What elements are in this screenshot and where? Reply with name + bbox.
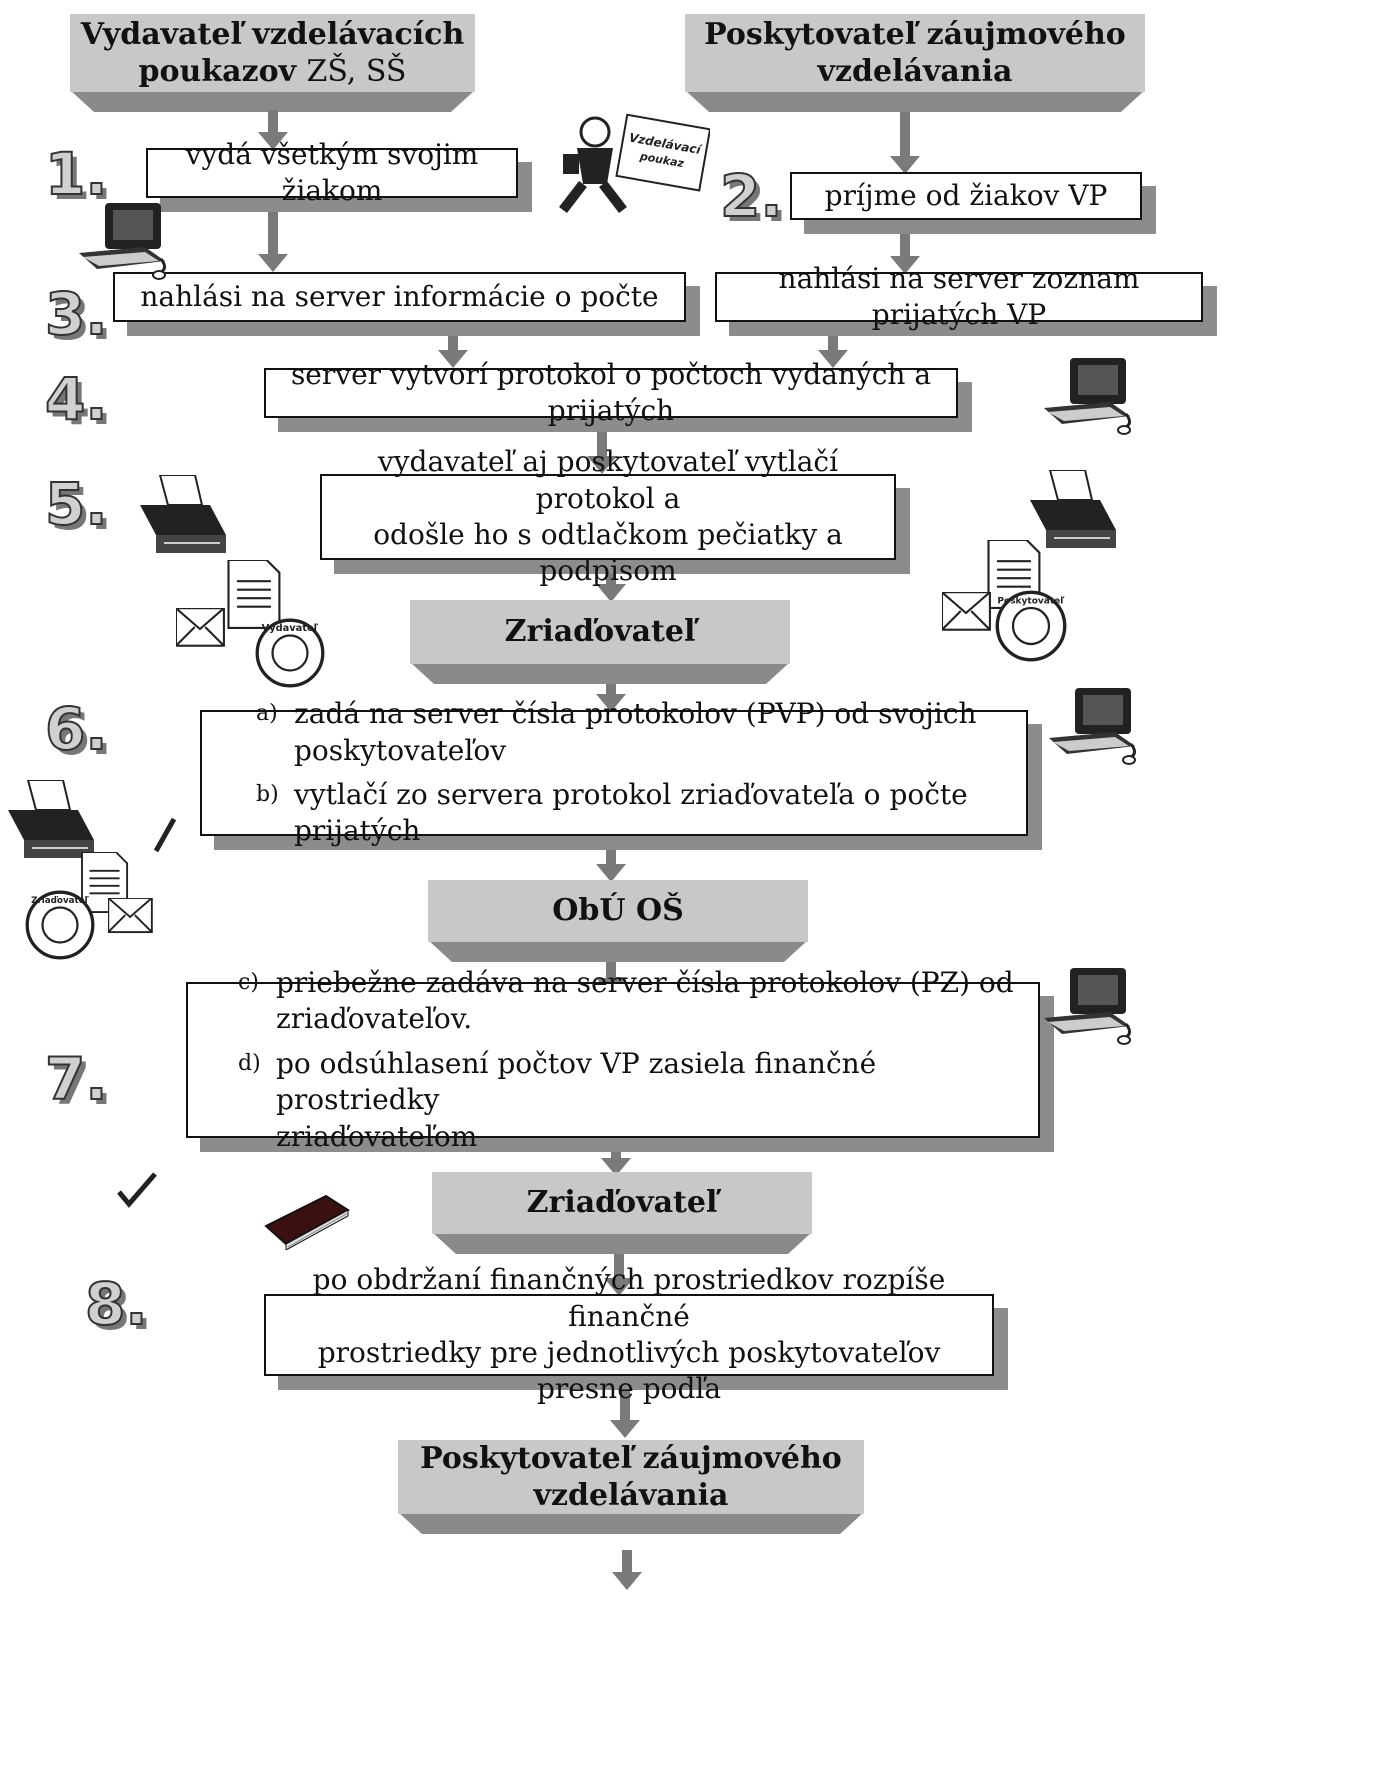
provider-bottom-bevel <box>398 1512 864 1534</box>
checkmark-icon-step6 <box>153 817 177 853</box>
step8-line1: po obdržaní finančných prostriedkov rozp… <box>312 1263 946 1333</box>
step7-c-line1: priebežne zadáva na server čísla protoko… <box>276 966 1014 1000</box>
issuer-title-2: poukazov <box>138 54 297 89</box>
provider-top-line1: Poskytovateľ záujmového <box>704 16 1126 52</box>
arrow-receive-to-report <box>890 230 920 274</box>
box-print-line2: odošle ho s odtlačkom pečiatky a podpiso… <box>373 518 843 588</box>
box-receive: príjme od žiakov VP <box>790 172 1142 220</box>
provider-bottom-line1: Poskytovateľ záujmového <box>420 1440 842 1476</box>
student-voucher-icon: Vzdelávací poukaz <box>559 113 710 214</box>
step-number-5: 5. <box>44 469 108 539</box>
provider-bottom-banner: Poskytovateľ záujmového vzdelávania <box>398 1440 864 1514</box>
box-print: vydavateľ aj poskytovateľ vytlačí protok… <box>320 445 896 587</box>
step-number-7: 7. <box>44 1044 108 1114</box>
step7-c-line2: zriaďovateľov. <box>276 1002 473 1036</box>
box-step6: a) zadá na server čísla protokolov (PVP) … <box>200 697 1028 847</box>
step6-a-line1: zadá na server čísla protokolov (PVP) od… <box>294 697 977 731</box>
step8-line2: prostriedky pre jednotlivých poskytovate… <box>317 1336 941 1406</box>
computer-icon-step4 <box>1042 356 1132 436</box>
arrow-step6-to-obu <box>596 846 626 882</box>
founder1-bevel <box>410 662 790 684</box>
founder2-banner: Zriaďovateľ <box>432 1172 812 1234</box>
box-step8: po obdržaní finančných prostriedkov rozp… <box>264 1263 994 1405</box>
obu-label: ObÚ OŠ <box>552 893 684 929</box>
step6-marker-b: b) <box>256 782 279 807</box>
top-right-banner-bevel <box>685 90 1145 112</box>
founder1-label: Zriaďovateľ <box>504 614 696 650</box>
founder2-bevel <box>432 1232 812 1254</box>
stamp-issuer-text: Vydavateľ <box>262 623 319 634</box>
arrow-provider-to-receive <box>890 112 920 174</box>
stamp-founder-text: Zriaďovateľ <box>31 896 90 906</box>
founder2-label: Zriaďovateľ <box>526 1185 718 1221</box>
issuer-banner: Vydavateľ vzdelávacích poukazov ZŠ, SŠ <box>70 14 475 92</box>
arrow-step7-to-founder <box>601 1120 631 1176</box>
arrow-print-to-founder <box>596 572 626 602</box>
computer-icon-step6 <box>1047 686 1137 766</box>
step6-marker-a: a) <box>256 701 278 727</box>
step6-item-b: b) vytlačí zo servera protokol zriaďovate… <box>256 777 1006 850</box>
obu-banner: ObÚ OŠ <box>428 880 808 942</box>
computer-icon-step7 <box>1042 966 1132 1046</box>
arrow-step8-to-provider <box>610 1388 640 1438</box>
stamp-provider-text: Poskytovateľ <box>997 597 1065 607</box>
step-number-3: 3. <box>44 279 108 349</box>
box-step7: c) priebežne zadáva na server čísla proto… <box>186 966 1040 1153</box>
step7-d-line2: zriaďovateľom <box>276 1119 478 1153</box>
step-number-8: 8. <box>84 1269 148 1339</box>
arrow-issuer-to-issue <box>258 110 288 150</box>
provider-top-banner: Poskytovateľ záujmového vzdelávania <box>685 14 1145 92</box>
checkmark-icon <box>117 1172 157 1208</box>
box-report-count: nahlási na server informácie o počte <box>113 272 686 322</box>
arrow-provider-out <box>612 1550 642 1590</box>
arrow-left-to-protocol <box>438 334 468 368</box>
box-issue: vydá všetkým svojim žiakom <box>146 138 518 207</box>
step7-item-d: d) po odsúhlasení počtov VP zasiela finan… <box>238 1046 1018 1155</box>
step-number-6: 6. <box>44 694 108 764</box>
box-receive-text: príjme od žiakov VP <box>824 178 1108 212</box>
provider-bottom-line2: vzdelávania <box>533 1478 729 1513</box>
step6-a-line2: poskytovateľov <box>294 733 507 767</box>
step7-d-line1: po odsúhlasení počtov VP zasiela finančn… <box>276 1046 877 1117</box>
issuer-schools: ZŠ, SŠ <box>306 54 407 89</box>
step7-item-c: c) priebežne zadáva na server čísla proto… <box>238 965 1014 1038</box>
arrow-founder-to-step8 <box>604 1250 634 1296</box>
computer-icon-step3 <box>77 201 167 281</box>
box-report-count-text: nahlási na server informácie o počte <box>140 279 659 313</box>
stamp-icon-issuer: Vydavateľ <box>255 618 325 688</box>
arrow-right-to-protocol <box>818 334 848 368</box>
printer-icon-left <box>140 475 227 554</box>
step-number-4: 4. <box>44 364 108 434</box>
box-report-list: nahlási na server zoznam prijatých VP <box>715 262 1203 331</box>
box-issue-text: vydá všetkým svojim žiakom <box>185 137 479 207</box>
step6-b-line1: vytlačí zo servera protokol zriaďovateľa… <box>294 778 968 848</box>
envelope-icon-left <box>176 608 225 647</box>
envelope-icon-right <box>942 592 991 631</box>
box-print-line1: vydavateľ aj poskytovateľ vytlačí protok… <box>377 445 839 515</box>
arrow-protocol-to-print <box>587 430 617 474</box>
box-report-list-text: nahlási na server zoznam prijatých VP <box>778 261 1140 331</box>
stamp-icon-provider: Poskytovateľ <box>995 590 1067 662</box>
step-number-1: 1. <box>44 139 108 209</box>
step7-marker-d: d) <box>238 1050 261 1076</box>
box-protocol: server vytvorí protokol o počtoch vydaný… <box>264 358 958 427</box>
step6-item-a: a) zadá na server čísla protokolov (PVP) … <box>256 696 977 769</box>
arrow-issue-to-report <box>258 210 288 272</box>
box-protocol-text: server vytvorí protokol o počtoch vydaný… <box>290 357 932 427</box>
issuer-title: Vydavateľ vzdelávacích <box>80 16 465 52</box>
provider-top-line2: vzdelávania <box>817 54 1013 89</box>
step-number-2: 2. <box>719 161 783 231</box>
envelope-icon-founder <box>108 898 153 934</box>
obu-bevel <box>428 940 808 962</box>
bankbook-icon <box>264 1194 350 1250</box>
top-left-banner-bevel <box>70 90 475 112</box>
printer-icon-right <box>1030 470 1117 549</box>
step7-marker-c: c) <box>238 970 259 996</box>
founder1-banner: Zriaďovateľ <box>410 600 790 664</box>
stamp-icon-founder: Zriaďovateľ <box>25 890 95 960</box>
